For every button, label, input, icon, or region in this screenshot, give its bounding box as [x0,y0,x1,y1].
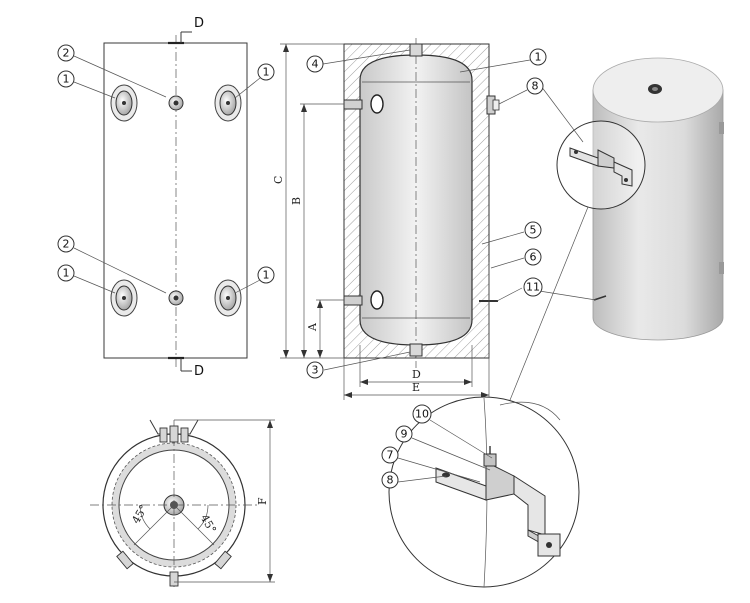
sensor-probe [593,295,607,301]
socket-bottom-left [110,279,138,317]
section-label-top: D [194,16,204,31]
fitting-bottom [169,571,179,587]
svg-text:1: 1 [263,66,270,79]
dimension-a: A [306,322,319,332]
top-view: 45° 45° F [90,419,275,590]
lower-connection [343,295,363,306]
svg-text:1: 1 [535,51,542,64]
callout-1-top-right: 1 [257,63,275,81]
top-fittings [149,419,199,443]
svg-text:5: 5 [530,224,537,237]
svg-text:10: 10 [415,408,429,421]
callout-5: 5 [524,221,542,239]
upper-connection [343,99,363,110]
section-label-bottom: D [194,364,204,379]
bracket-detail [388,396,580,588]
callout-2-top: 2 [57,44,75,62]
top-outlet [409,43,423,57]
inner-tank [359,54,473,346]
callout-8-bottom: 8 [381,471,399,489]
callout-2-bottom: 2 [57,235,75,253]
dimension-lines-horizontal [343,345,490,400]
svg-text:4: 4 [312,58,319,71]
fitting-left [116,550,134,570]
svg-text:2: 2 [63,47,70,60]
dimension-e: E [412,381,420,394]
socket-top-left [110,84,138,122]
upper-sleeve [370,94,384,114]
detail-link-line [507,206,589,406]
callout-1-bottom-left: 1 [57,264,75,282]
lower-sleeve [370,290,384,310]
callout-11: 11 [523,277,543,297]
callout-bubbles: 2 1 1 2 1 1 4 1 8 5 6 11 3 10 9 7 8 [57,44,547,489]
svg-text:1: 1 [263,269,270,282]
svg-text:6: 6 [530,251,537,264]
sensor-socket-bottom [168,290,184,306]
dimension-c: C [272,176,285,184]
front-view: D D [73,16,261,379]
svg-text:8: 8 [387,474,394,487]
svg-text:9: 9 [401,428,408,441]
fitting-right [214,550,232,570]
section-view: C B A D E [272,38,531,400]
dimension-f: F [256,497,269,505]
callout-1-bottom-right: 1 [257,266,275,284]
socket-top-right [214,84,242,122]
svg-text:1: 1 [63,73,70,86]
callout-4: 4 [306,55,324,73]
callout-1-top-left: 1 [57,70,75,88]
callout-7: 7 [381,446,399,464]
dimension-d: D [412,368,421,381]
callout-3: 3 [306,361,324,379]
dimension-lines-vertical [280,43,344,359]
svg-text:3: 3 [312,364,319,377]
socket-bottom-right [214,279,242,317]
dimension-b: B [290,197,303,205]
callout-8-top: 8 [526,77,544,95]
cylinder-body [592,89,724,341]
bracket-small [569,147,633,187]
svg-text:7: 7 [387,449,394,462]
svg-text:2: 2 [63,238,70,251]
bottom-drain [409,343,423,357]
callout-9: 9 [395,425,413,443]
callout-10: 10 [412,404,432,424]
svg-text:1: 1 [63,267,70,280]
svg-text:8: 8 [532,80,539,93]
svg-text:11: 11 [526,281,540,294]
callout-1-section: 1 [529,48,547,66]
isometric-view [507,57,724,406]
callout-6: 6 [524,248,542,266]
sensor-socket-top [168,95,184,111]
